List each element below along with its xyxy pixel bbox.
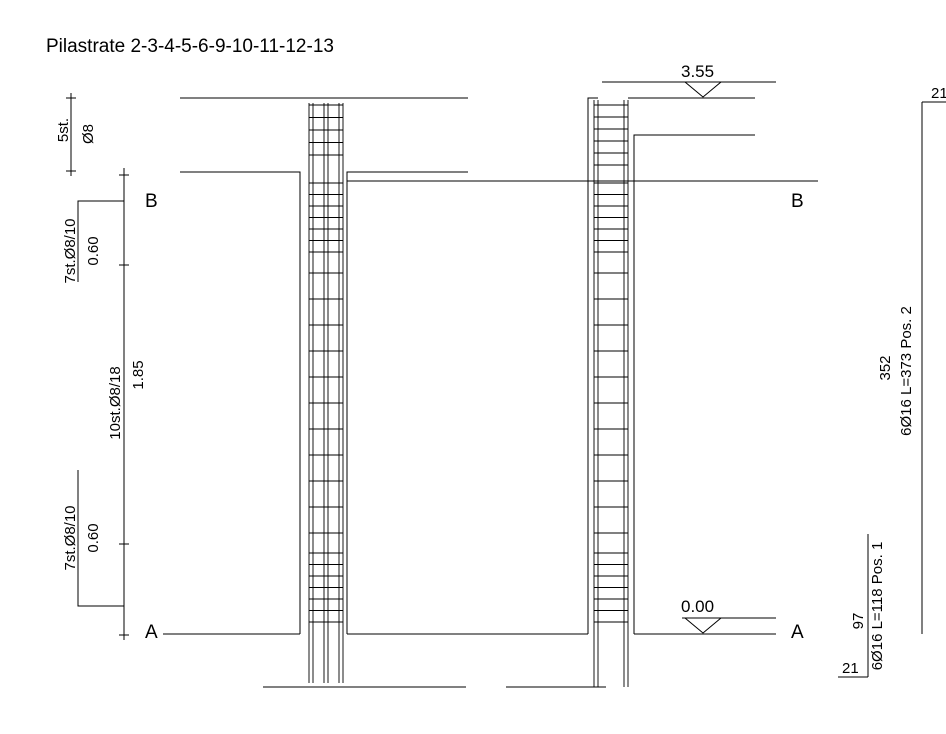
- section-label-b-right: B: [791, 191, 804, 212]
- right-pillar: [347, 81, 818, 688]
- bar-pos2-vertical-length: 352: [877, 355, 894, 380]
- head-bar-label: Ø8: [80, 124, 97, 144]
- section-label-a-right: A: [791, 622, 804, 643]
- bar-pos1-hook-length: 21: [842, 660, 859, 677]
- head-stirrups-label: 5st.: [55, 118, 72, 142]
- middle-zone-stirrups-label: 10st.Ø8/18: [107, 366, 124, 439]
- upper-zone-stirrups-label: 7st.Ø8/10: [62, 218, 79, 283]
- dimension-chain: 5st. Ø8 7st.Ø8/10 0.60 10st.Ø8/18 1.85 7…: [55, 93, 147, 640]
- right-pillar-stirrups: [594, 104, 628, 623]
- left-pillar: [163, 97, 468, 688]
- bar-pos1-vertical-length: 97: [850, 613, 867, 630]
- section-label-a-left: A: [145, 622, 158, 643]
- elevation-bottom-label: 0.00: [681, 597, 714, 616]
- middle-zone-length-label: 1.85: [130, 360, 147, 389]
- left-pillar-longitudinal-bars: [308, 103, 344, 683]
- bar-pos2-hook-length: 21: [931, 85, 946, 102]
- upper-zone-length-label: 0.60: [85, 236, 102, 265]
- elevation-top-label: 3.55: [681, 62, 714, 81]
- lower-zone-length-label: 0.60: [85, 523, 102, 552]
- section-label-b-left: B: [145, 191, 158, 212]
- left-pillar-stirrups: [309, 104, 343, 623]
- drawing-title: Pilastrate 2-3-4-5-6-9-10-11-12-13: [46, 36, 334, 57]
- bar-pos2-label: 6Ø16 L=373 Pos. 2: [898, 306, 915, 436]
- lower-zone-stirrups-label: 7st.Ø8/10: [62, 505, 79, 570]
- bar-pos1-schedule: 6Ø16 L=118 Pos. 1 97 21: [838, 534, 886, 678]
- elevation-marker-bottom: 0.00: [681, 597, 776, 634]
- bar-pos2-schedule: 6Ø16 L=373 Pos. 2 352 21: [877, 85, 946, 634]
- elevation-marker-top: 3.55: [681, 62, 723, 98]
- bar-pos1-label: 6Ø16 L=118 Pos. 1: [869, 542, 886, 671]
- right-pillar-longitudinal-bars: [593, 100, 629, 687]
